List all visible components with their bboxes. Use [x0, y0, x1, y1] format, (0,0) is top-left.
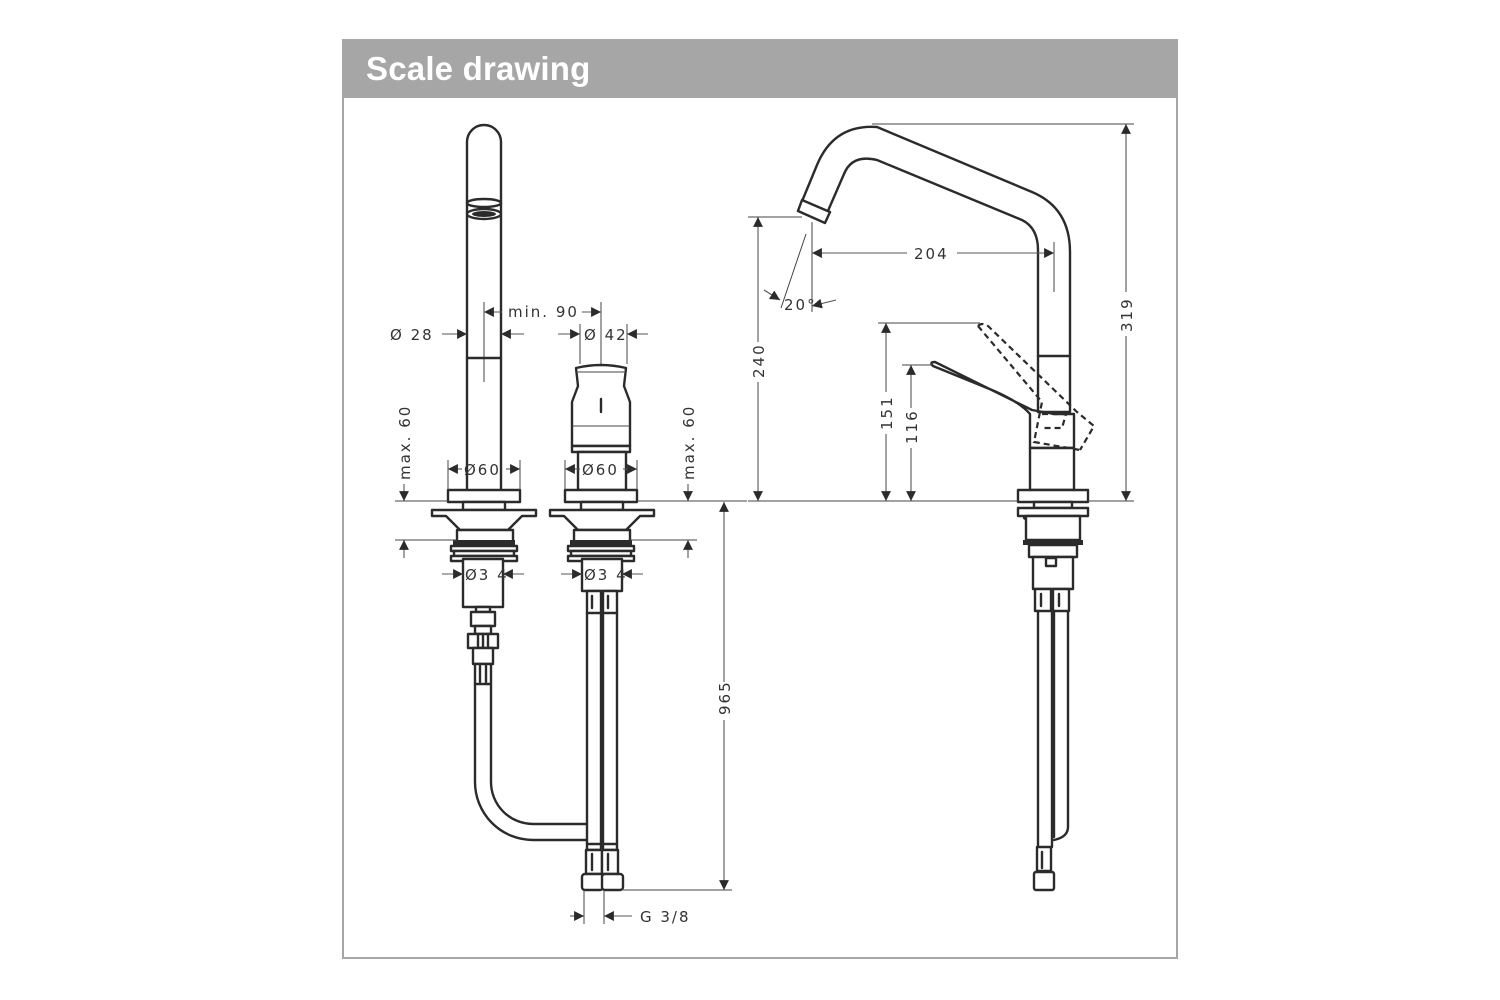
header-bar: Scale drawing — [344, 41, 1176, 98]
front-dimensions: Ø 28 min. 90 Ø 42 Ø60 Ø60 — [390, 302, 747, 926]
dim-total-height: 319 — [1118, 297, 1136, 332]
side-view — [796, 125, 1096, 892]
side-dimensions: 319 240 204 20° 151 — [748, 123, 1136, 502]
dim-spout-diameter: Ø 28 — [390, 326, 434, 344]
dim-spout-angle: 20° — [784, 296, 817, 314]
dim-spout-base-diameter: Ø60 — [464, 461, 501, 479]
dim-hose-length: 965 — [716, 680, 734, 715]
dim-spout-max-deck: max. 60 — [396, 405, 414, 480]
dim-handle-diameter: Ø 42 — [584, 326, 628, 344]
scale-drawing-panel: Scale drawing — [342, 39, 1178, 959]
dim-handle-shank-diameter: Ø3 4 — [584, 566, 628, 584]
dim-handle-base-diameter: Ø60 — [582, 461, 619, 479]
spout-front-view — [430, 123, 589, 842]
page-title: Scale drawing — [366, 50, 591, 87]
dim-connection-thread: G 3/8 — [640, 908, 691, 926]
dim-spout-reach: 204 — [914, 245, 949, 263]
dim-handle-max-deck: max. 60 — [680, 405, 698, 480]
handle-front-view — [548, 322, 656, 892]
dim-spout-shank-diameter: Ø3 4 — [465, 566, 509, 584]
dim-lever-closed-height: 116 — [903, 409, 921, 444]
dim-min-spacing: min. 90 — [508, 303, 579, 321]
dim-outlet-height: 240 — [750, 343, 768, 378]
dim-lever-open-height: 151 — [878, 395, 896, 430]
technical-drawing: Ø 28 min. 90 Ø 42 Ø60 Ø60 — [390, 123, 1136, 926]
